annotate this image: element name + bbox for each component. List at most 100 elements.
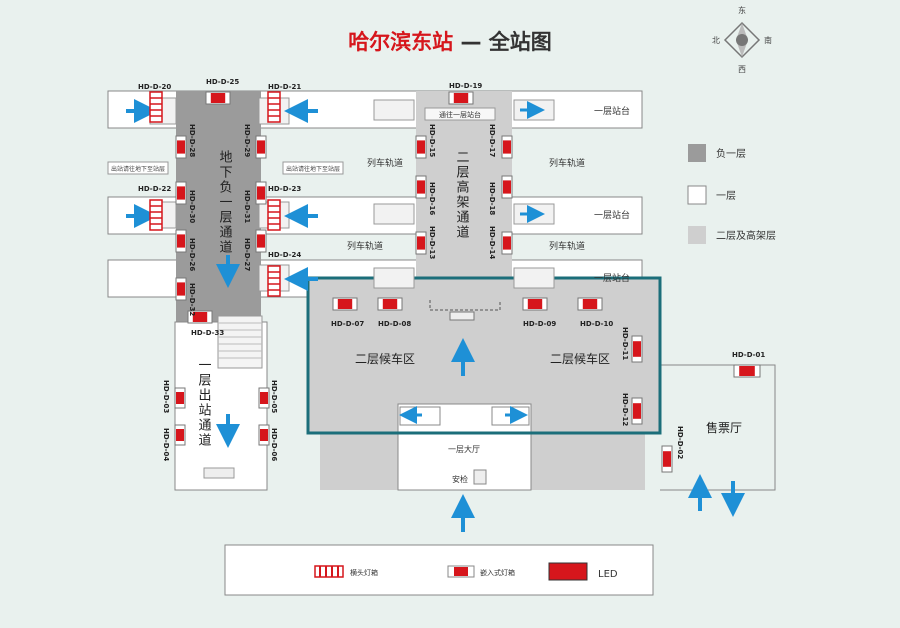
ad-label-d07: HD-D-07 xyxy=(331,320,364,328)
ad-label-d16: HD-D-16 xyxy=(428,182,436,215)
track-label-right-2: 列车轨道 xyxy=(549,240,585,252)
ad-label-d33: HD-D-33 xyxy=(191,329,224,337)
exit-stairs xyxy=(217,315,263,369)
ad-label-d09: HD-D-09 xyxy=(523,320,556,328)
ad-label-d27: HD-D-27 xyxy=(243,238,251,271)
ad-spot-d22: HD-D-22 xyxy=(138,185,171,231)
note-left: 出站请往地下至站层 xyxy=(111,165,165,173)
security-label: 安检 xyxy=(452,474,468,484)
highlight-frame xyxy=(306,276,662,435)
ad-label-d13: HD-D-13 xyxy=(428,226,436,259)
legend-label-box1: 横头灯箱 xyxy=(350,568,378,577)
track-label-left-2: 列车轨道 xyxy=(347,240,383,252)
ad-label-d25: HD-D-25 xyxy=(206,78,239,86)
ad-spot-d15: HD-D-15 xyxy=(415,124,436,159)
lightbox-legend: 横头灯箱 嵌入式灯箱 LED xyxy=(224,544,654,596)
ad-spot-d07: HD-D-07 xyxy=(331,297,364,328)
ground-block-left xyxy=(320,433,398,490)
legend-label-f2: 二层及高架层 xyxy=(716,229,776,242)
legend-box-led xyxy=(548,562,588,581)
platform-label-2: 一层站台 xyxy=(594,209,630,221)
ad-spot-d11: HD-D-11 xyxy=(621,327,643,363)
ad-spot-d06: HD-D-06 xyxy=(258,424,278,461)
ad-spot-d27: HD-D-27 xyxy=(243,229,267,271)
ad-spot-d16: HD-D-16 xyxy=(415,175,436,215)
ad-spot-d14: HD-D-14 xyxy=(488,226,513,259)
ad-label-d18: HD-D-18 xyxy=(488,182,496,215)
compass-east: 东 xyxy=(738,5,746,15)
legend-label-f1: 一层 xyxy=(716,190,736,202)
ad-spot-d10: HD-D-10 xyxy=(577,297,613,328)
ad-spot-d17: HD-D-17 xyxy=(488,124,513,159)
title-suffix: — 全站图 xyxy=(460,30,552,54)
ad-spot-d04: HD-D-04 xyxy=(162,424,186,461)
waiting-label-right: 二层候车区 xyxy=(550,351,610,366)
ad-label-d01: HD-D-01 xyxy=(732,351,765,359)
ad-spot-d02: HD-D-02 xyxy=(661,426,684,473)
ad-spot-d13: HD-D-13 xyxy=(415,226,436,259)
ad-label-d05: HD-D-05 xyxy=(270,380,278,413)
waiting-label-left: 二层候车区 xyxy=(355,351,415,366)
ad-label-d20: HD-D-20 xyxy=(138,83,171,91)
ad-label-d26: HD-D-26 xyxy=(188,238,196,271)
ad-label-d10: HD-D-10 xyxy=(580,320,613,328)
ad-spot-d24: HD-D-24 xyxy=(267,251,301,297)
ad-spot-d05: HD-D-05 xyxy=(258,380,278,413)
escalator-top-outline xyxy=(429,300,501,311)
elevated-corridor-label: 二层高架通道 xyxy=(454,150,470,240)
ad-spot-d31: HD-D-31 xyxy=(243,181,267,223)
platform-label-1: 一层站台 xyxy=(594,105,630,117)
ad-spot-d26: HD-D-26 xyxy=(175,229,196,271)
track-label-right-1: 列车轨道 xyxy=(549,157,585,169)
flow-arrows xyxy=(126,99,745,532)
ground-block-right xyxy=(531,433,645,490)
ad-spot-d20: HD-D-20 xyxy=(138,83,171,123)
ad-label-d02: HD-D-02 xyxy=(676,426,684,459)
ad-spot-d33: HD-D-33 xyxy=(187,310,224,337)
ad-spot-d32: HD-D-32 xyxy=(175,277,196,316)
lobby-label: 一层大厅 xyxy=(448,444,480,454)
ad-spot-d01: HD-D-01 xyxy=(732,351,765,378)
legend-label-b1: 负一层 xyxy=(716,147,746,160)
ad-label-d12: HD-D-12 xyxy=(621,393,629,426)
ad-label-d04: HD-D-04 xyxy=(162,428,170,461)
ad-spot-d21: HD-D-21 xyxy=(267,83,301,123)
ad-label-d32: HD-D-32 xyxy=(188,283,196,316)
station-name: 哈尔滨东站 xyxy=(348,30,454,54)
ad-label-d21: HD-D-21 xyxy=(268,83,301,91)
note-right: 出站请往地下至站层 xyxy=(286,165,340,173)
ad-label-d31: HD-D-31 xyxy=(243,190,251,223)
ad-label-d24: HD-D-24 xyxy=(268,251,301,259)
ad-spot-d03: HD-D-03 xyxy=(162,380,186,413)
legend-label-led: LED xyxy=(598,569,618,580)
security-gate xyxy=(473,469,487,485)
legend-box-striped xyxy=(314,565,344,578)
ad-label-d17: HD-D-17 xyxy=(488,124,496,157)
ticket-hall-outline xyxy=(660,364,776,491)
ad-spot-d25: HD-D-25 xyxy=(205,78,239,105)
ad-label-d19: HD-D-19 xyxy=(449,82,482,90)
ad-label-d30: HD-D-30 xyxy=(188,190,196,223)
platform-label-3: 一层站台 xyxy=(594,272,630,284)
ticket-hall-label: 售票厅 xyxy=(706,420,742,435)
compass-north: 北 xyxy=(712,36,720,45)
ad-spot-d28: HD-D-28 xyxy=(175,124,196,159)
exit-gate xyxy=(203,467,235,479)
track-label-left-1: 列车轨道 xyxy=(367,157,403,169)
ad-spot-d29: HD-D-29 xyxy=(243,124,267,159)
ad-spot-d12: HD-D-12 xyxy=(621,393,643,426)
elevated-corridor xyxy=(416,91,512,297)
ad-spot-d18: HD-D-18 xyxy=(488,175,513,215)
exit-corridor-label: 一层出站通道 xyxy=(196,358,212,448)
legend-swatch-f1 xyxy=(687,185,707,205)
ad-spot-d23: HD-D-23 xyxy=(267,185,301,231)
ad-label-d08: HD-D-08 xyxy=(378,320,411,328)
compass-icon: 东 西 北 南 xyxy=(712,5,772,74)
underground-corridor-label: 地下负一层通道 xyxy=(217,150,233,255)
ad-label-d15: HD-D-15 xyxy=(428,124,436,157)
ad-label-d23: HD-D-23 xyxy=(268,185,301,193)
compass-west: 西 xyxy=(738,65,746,74)
note-box-right xyxy=(282,161,344,175)
